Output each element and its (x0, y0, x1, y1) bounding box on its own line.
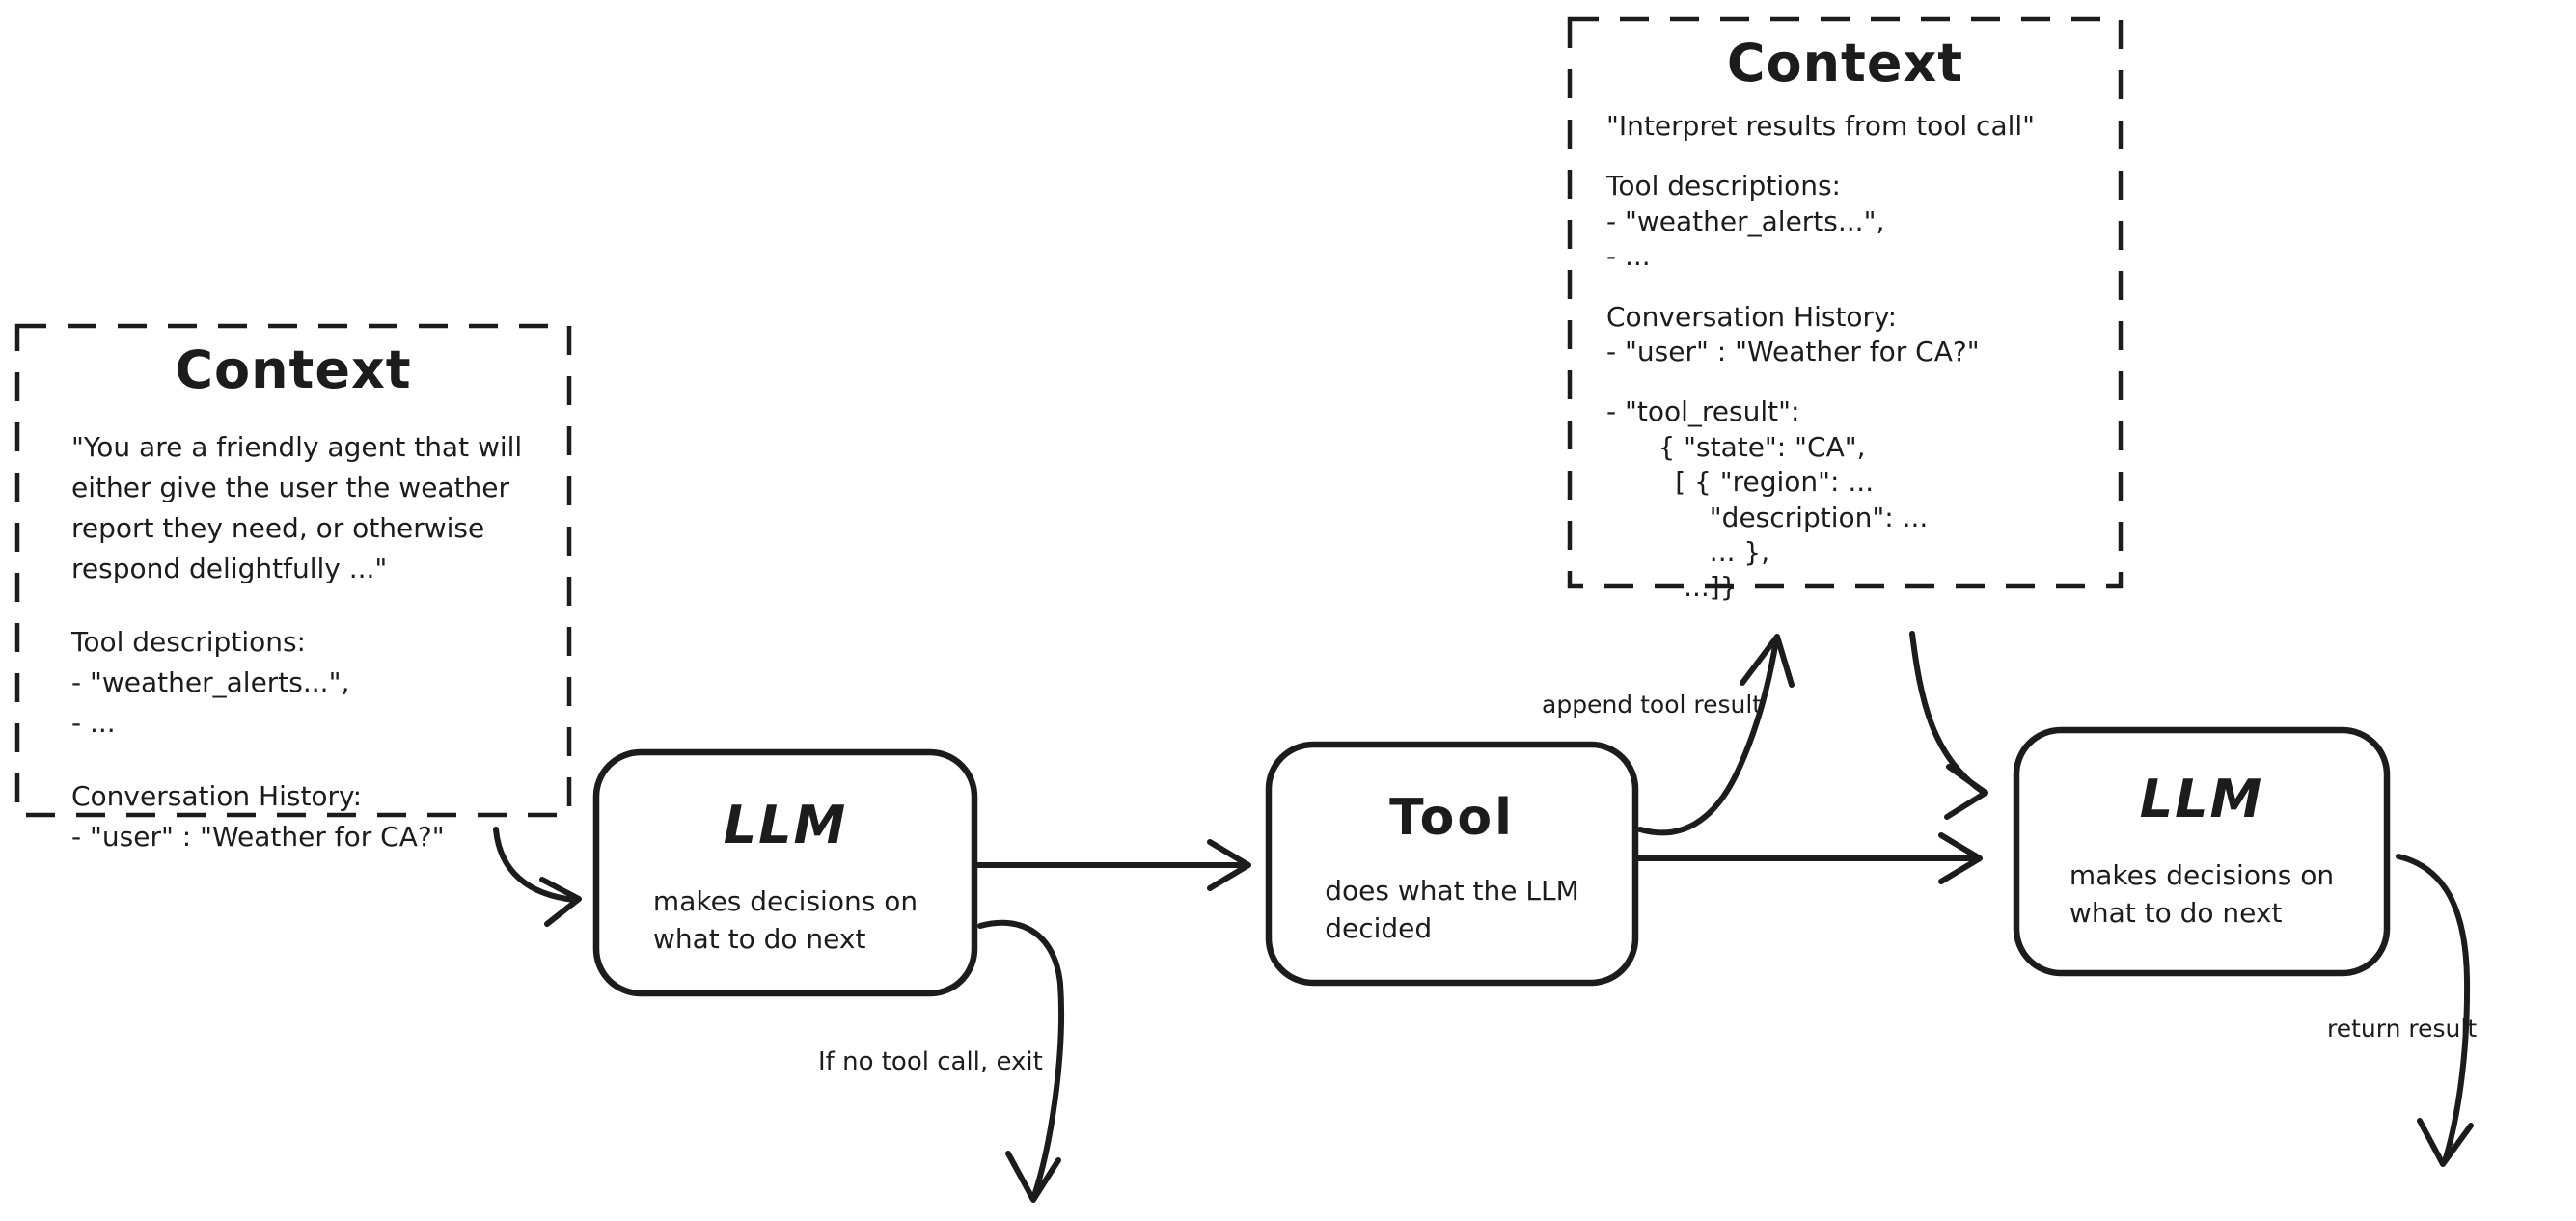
arrow-tool-to-llm2 (1634, 832, 1983, 884)
context-left-panel: Context "You are a friendly agent that w… (17, 326, 569, 853)
llm1-title: LLM (723, 795, 848, 855)
arrow-llm1-to-tool (975, 839, 1251, 891)
context-top-right-box (1567, 16, 2124, 589)
llm1-description: makes decisions on what to do next (652, 885, 918, 956)
context-left-conversation-history: Conversation History: - "user" : "Weathe… (71, 780, 445, 853)
tool-description: does what the LLM decided (1325, 875, 1579, 945)
arrow-exit-if-no-tool-call (977, 919, 1065, 1203)
tool-node: Tool does what the LLM decided (1269, 745, 1635, 983)
edge-label-if-no-tool-call-exit: If no tool call, exit (818, 1047, 1043, 1076)
context-left-title: Context (175, 339, 412, 400)
context-top-right-panel: Context "Interpret results from tool cal… (1570, 19, 2121, 603)
edge-label-return-result: return result (2327, 1015, 2478, 1043)
tool-box (1265, 741, 1639, 987)
context-left-box (14, 323, 572, 818)
arrow-tool-to-context-append (1637, 634, 1795, 836)
llm2-node: LLM makes decisions on what to do next (2016, 730, 2387, 973)
llm2-title: LLM (2139, 769, 2264, 829)
llm2-box (2013, 726, 2391, 977)
context-top-right-tool-descriptions: Tool descriptions: - "weather_alerts..."… (1606, 170, 1885, 273)
arrow-return-result (2396, 854, 2474, 1167)
context-top-right-tool-result: - "tool_result": { "state": "CA", [ { "r… (1606, 395, 1929, 604)
context-top-right-conversation-history: Conversation History: - "user" : "Weathe… (1606, 300, 1980, 367)
arrow-context-to-llm2 (1909, 631, 1988, 820)
edge-label-append-tool-result: append tool result (1542, 691, 1763, 719)
context-left-system-prompt: "You are a friendly agent that will eith… (71, 431, 523, 584)
context-top-right-title: Context (1726, 33, 1964, 94)
llm1-node: LLM makes decisions on what to do next (596, 752, 974, 993)
context-top-right-instruction: "Interpret results from tool call" (1606, 110, 2036, 142)
tool-title: Tool (1389, 789, 1515, 847)
llm1-box (592, 748, 978, 997)
llm2-description: makes decisions on what to do next (2069, 859, 2335, 930)
context-left-tool-descriptions: Tool descriptions: - "weather_alerts..."… (71, 626, 350, 739)
arrow-context-left-to-llm1 (493, 827, 582, 927)
